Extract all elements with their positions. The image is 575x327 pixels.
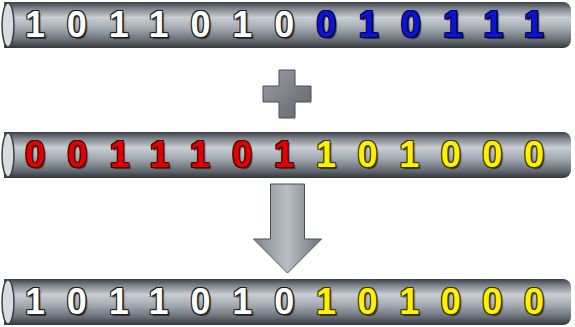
- tube-end: [0, 279, 16, 325]
- tube-end: [0, 132, 16, 178]
- block-arrow: [254, 184, 322, 273]
- gene-bits: 101000: [305, 279, 565, 325]
- gene-bits: 010111: [305, 2, 566, 48]
- tube-end: [2, 280, 14, 324]
- chromosome-tube: 1011010010111: [4, 2, 571, 48]
- gene-bits: 0011101: [14, 132, 316, 178]
- tube-end: [0, 2, 16, 48]
- plus-sign: [263, 70, 311, 118]
- tube-end: [2, 133, 14, 177]
- plus-sign: [278, 58, 308, 70]
- gene-bits: 1011010: [14, 2, 316, 48]
- tube-end: [2, 3, 14, 47]
- chromosome-tube: 0011101101000: [4, 132, 571, 178]
- gene-bits: 1011010: [14, 279, 316, 325]
- gene-bits: 101000: [305, 132, 565, 178]
- chromosome-tube: 1011010101000: [4, 279, 571, 325]
